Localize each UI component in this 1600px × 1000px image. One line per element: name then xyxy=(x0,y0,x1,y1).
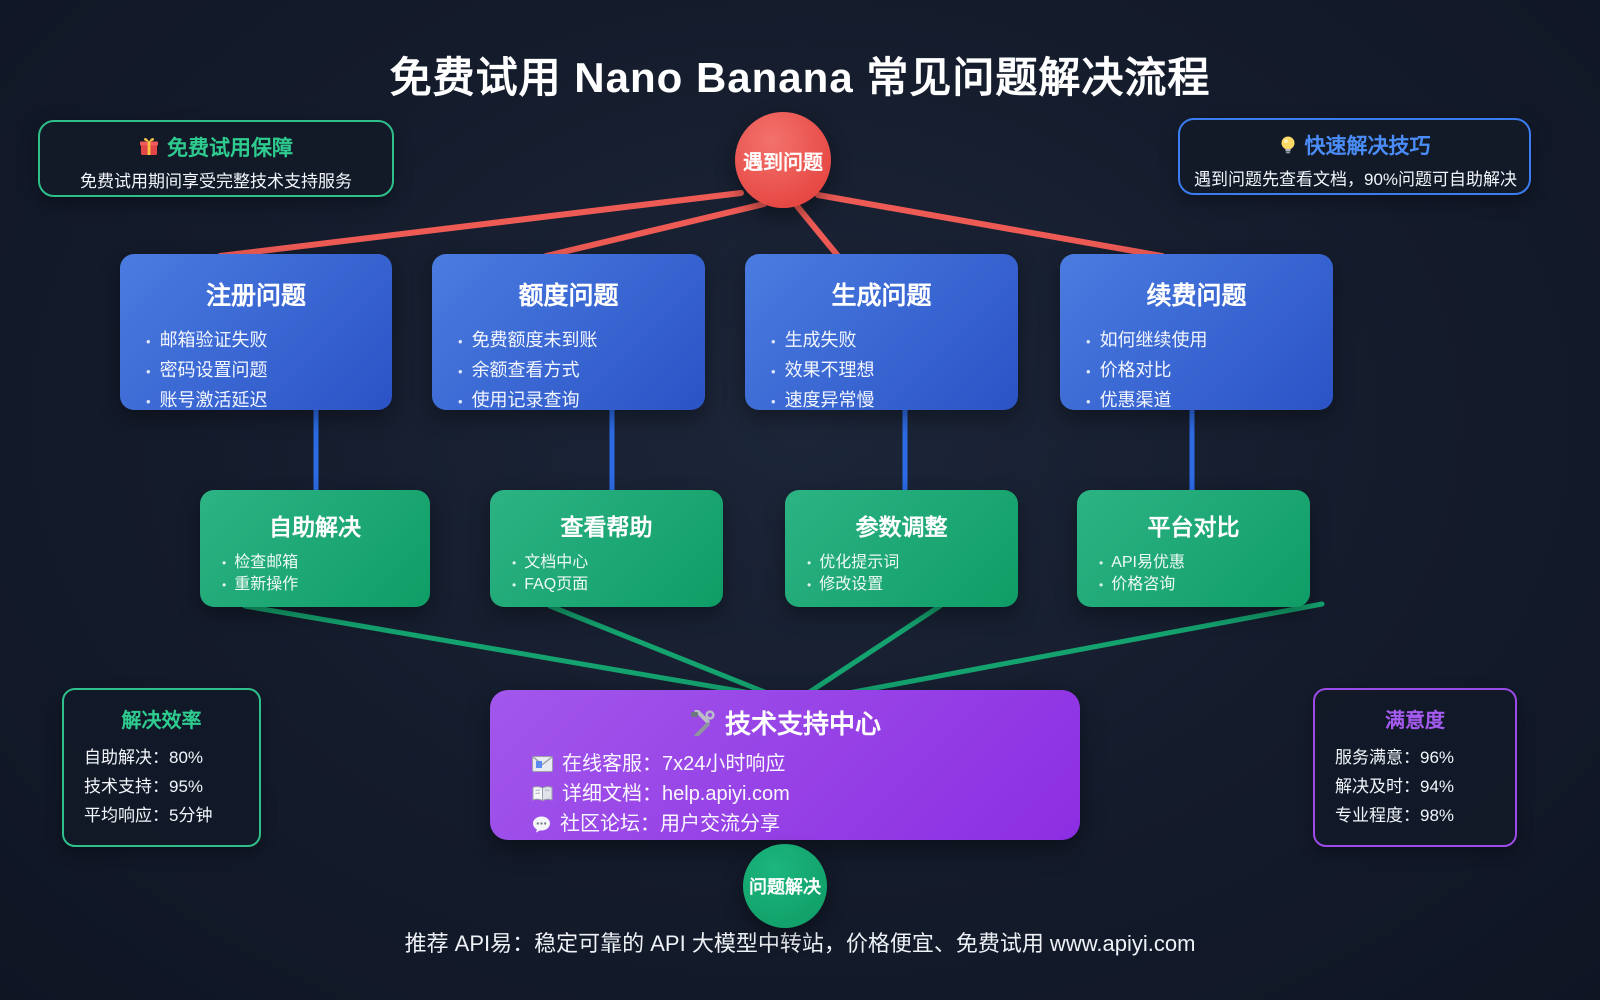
problem-item: 价格对比 xyxy=(1086,356,1333,386)
stat-row: 自助解决：80% xyxy=(84,748,204,767)
stat-row: 服务满意：96% xyxy=(1335,748,1455,767)
solution-node-title: 参数调整 xyxy=(855,514,948,540)
free-trial-badge-title-text: 免费试用保障 xyxy=(167,137,293,160)
support-center-title-text: 技术支持中心 xyxy=(724,709,881,739)
problem-node-title: 续费问题 xyxy=(1146,282,1247,310)
quick-tips-badge-subtitle: 遇到问题先查看文档，90%问题可自助解决 xyxy=(1194,170,1518,189)
solution-node-title: 查看帮助 xyxy=(560,514,653,540)
problem-item: 生成失败 xyxy=(771,326,1018,356)
support-item-online-service: 在线客服：7x24小时响应 xyxy=(532,749,1080,779)
support-center-items: 在线客服：7x24小时响应 详细文档：help.apiyi.com 社区论坛：用… xyxy=(490,749,1080,839)
edge-start-renew xyxy=(815,192,1165,259)
solution-node-params: 参数调整 优化提示词 修改设置 xyxy=(785,490,1018,607)
problem-node-renew: 续费问题 如何继续使用 价格对比 优惠渠道 xyxy=(1060,254,1333,410)
end-node: 问题解决 xyxy=(743,844,827,928)
solution-node-items: 文档中心 FAQ页面 xyxy=(490,552,723,596)
support-item-text: 详细文档：help.apiyi.com xyxy=(562,783,790,805)
problem-item: 如何继续使用 xyxy=(1086,326,1333,356)
support-center-title: 技术支持中心 xyxy=(490,704,1080,741)
edge-start-register xyxy=(217,190,744,259)
quick-tips-badge: 快速解决技巧 遇到问题先查看文档，90%问题可自助解决 xyxy=(1178,118,1531,195)
problem-item: 效果不理想 xyxy=(771,356,1018,386)
solution-node-title: 平台对比 xyxy=(1147,514,1240,540)
problem-node-items: 如何继续使用 价格对比 优惠渠道 xyxy=(1060,326,1333,416)
solution-node-items: 优化提示词 修改设置 xyxy=(785,552,1018,596)
solution-item: FAQ页面 xyxy=(512,574,723,596)
start-node-label: 遇到问题 xyxy=(743,151,823,174)
problem-node-generate: 生成问题 生成失败 效果不理想 速度异常慢 xyxy=(745,254,1018,410)
quick-tips-badge-title: 快速解决技巧 xyxy=(1180,130,1529,160)
edge-params-support xyxy=(799,603,943,700)
stat-row: 专业程度：98% xyxy=(1335,806,1455,825)
problem-item: 使用记录查询 xyxy=(458,386,705,416)
bulb-icon xyxy=(1281,136,1294,154)
free-trial-badge: 免费试用保障 免费试用期间享受完整技术支持服务 xyxy=(38,120,394,197)
satisfaction-stats-rows: 服务满意：96% 解决及时：94% 专业程度：98% xyxy=(1315,743,1515,830)
problem-item: 免费额度未到账 xyxy=(458,326,705,356)
problem-item: 优惠渠道 xyxy=(1086,386,1333,416)
satisfaction-stats-panel: 满意度 服务满意：96% 解决及时：94% 专业程度：98% xyxy=(1313,688,1517,847)
solution-item: 优化提示词 xyxy=(807,552,1018,574)
problem-item: 余额查看方式 xyxy=(458,356,705,386)
problem-item: 速度异常慢 xyxy=(771,386,1018,416)
email-icon xyxy=(532,756,553,772)
satisfaction-stats-title: 满意度 xyxy=(1385,710,1445,732)
problem-node-items: 免费额度未到账 余额查看方式 使用记录查询 xyxy=(432,326,705,416)
problem-node-quota: 额度问题 免费额度未到账 余额查看方式 使用记录查询 xyxy=(432,254,705,410)
gift-icon xyxy=(140,137,158,155)
solution-node-selfhelp: 自助解决 检查邮箱 重新操作 xyxy=(200,490,430,607)
problem-node-items: 生成失败 效果不理想 速度异常慢 xyxy=(745,326,1018,416)
edge-help-support xyxy=(547,603,780,700)
edge-start-generate xyxy=(794,203,841,259)
edge-selfhelp-support xyxy=(242,603,765,698)
page-title: 免费试用 Nano Banana 常见问题解决流程 xyxy=(389,54,1211,102)
solution-item: 重新操作 xyxy=(222,574,430,596)
free-trial-badge-title: 免费试用保障 xyxy=(40,132,392,162)
quick-tips-badge-title-text: 快速解决技巧 xyxy=(1304,135,1431,158)
solution-item: 检查邮箱 xyxy=(222,552,430,574)
support-item-text: 社区论坛：用户交流分享 xyxy=(560,813,780,835)
problem-node-title: 生成问题 xyxy=(831,282,932,310)
support-center-node: 技术支持中心 在线客服：7x24小时响应 详细文档：help.apiyi.com xyxy=(490,690,1080,840)
footer-recommendation: 推荐 API易：稳定可靠的 API 大模型中转站，价格便宜、免费试用 www.a… xyxy=(404,931,1196,956)
solution-node-items: 检查邮箱 重新操作 xyxy=(200,552,430,596)
support-item-text: 在线客服：7x24小时响应 xyxy=(562,753,786,775)
problem-node-register: 注册问题 邮箱验证失败 密码设置问题 账号激活延迟 xyxy=(120,254,392,410)
problem-node-items: 邮箱验证失败 密码设置问题 账号激活延迟 xyxy=(120,326,392,416)
free-trial-badge-subtitle: 免费试用期间享受完整技术支持服务 xyxy=(80,172,352,191)
book-icon xyxy=(532,786,553,802)
solution-item: 修改设置 xyxy=(807,574,1018,596)
problem-item: 密码设置问题 xyxy=(146,356,392,386)
efficiency-stats-panel: 解决效率 自助解决：80% 技术支持：95% 平均响应：5分钟 xyxy=(62,688,261,847)
solution-item: API易优惠 xyxy=(1099,552,1310,574)
solution-node-compare: 平台对比 API易优惠 价格咨询 xyxy=(1077,490,1310,607)
edge-start-quota xyxy=(543,201,767,259)
speech-icon xyxy=(533,816,550,832)
solution-node-items: API易优惠 价格咨询 xyxy=(1077,552,1310,596)
solution-node-help: 查看帮助 文档中心 FAQ页面 xyxy=(490,490,723,607)
efficiency-stats-rows: 自助解决：80% 技术支持：95% 平均响应：5分钟 xyxy=(64,743,259,830)
edge-compare-support xyxy=(835,601,1325,698)
efficiency-stats-title: 解决效率 xyxy=(121,710,202,732)
end-node-label: 问题解决 xyxy=(749,877,821,897)
problem-node-title: 注册问题 xyxy=(205,282,306,310)
stat-row: 解决及时：94% xyxy=(1335,777,1455,796)
problem-node-title: 额度问题 xyxy=(518,282,619,310)
solution-item: 文档中心 xyxy=(512,552,723,574)
problem-item: 账号激活延迟 xyxy=(146,386,392,416)
stat-row: 技术支持：95% xyxy=(84,777,204,796)
support-item-forum: 社区论坛：用户交流分享 xyxy=(532,809,1080,839)
solution-node-title: 自助解决 xyxy=(269,514,361,540)
start-node: 遇到问题 xyxy=(735,112,831,208)
tools-icon xyxy=(690,709,715,736)
problem-item: 邮箱验证失败 xyxy=(146,326,392,356)
stat-row: 平均响应：5分钟 xyxy=(84,806,213,825)
solution-item: 价格咨询 xyxy=(1099,574,1310,596)
support-item-docs: 详细文档：help.apiyi.com xyxy=(532,779,1080,809)
